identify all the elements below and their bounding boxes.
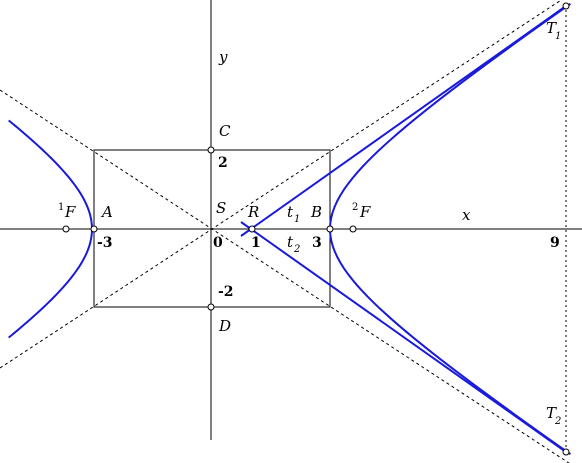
label-t2: t xyxy=(287,233,294,251)
label-T1: T xyxy=(546,19,557,37)
tick-neg3: -3 xyxy=(97,235,113,251)
label-F1: F xyxy=(64,203,76,221)
label-F2-prefix: 2 xyxy=(352,202,358,213)
label-T1-sub: 1 xyxy=(555,31,561,42)
point-T2 xyxy=(562,448,570,456)
tick-0: 0 xyxy=(213,235,223,251)
point-F2 xyxy=(349,225,357,233)
label-D: D xyxy=(218,317,231,335)
point-C xyxy=(207,146,215,154)
label-T2: T xyxy=(546,404,557,422)
tick-1: 1 xyxy=(251,235,261,251)
label-axis-y: y xyxy=(218,48,228,66)
tick-9: 9 xyxy=(550,235,560,251)
point-T1 xyxy=(562,2,570,10)
tangent-t2 xyxy=(240,221,567,453)
label-t1-sub: 1 xyxy=(294,214,300,225)
label-t2-sub: 2 xyxy=(293,244,300,255)
point-A xyxy=(90,225,98,233)
point-B xyxy=(326,225,334,233)
point-D xyxy=(207,303,215,311)
label-B: B xyxy=(310,203,322,221)
label-R: R xyxy=(247,203,259,221)
asymptote-negative xyxy=(0,89,570,463)
label-F1-prefix: 1 xyxy=(58,202,64,213)
point-R xyxy=(248,225,256,233)
label-axis-x: x xyxy=(462,206,471,224)
tangent-t1 xyxy=(240,5,567,237)
label-S: S xyxy=(216,199,226,217)
asymptote-positive xyxy=(0,0,563,369)
label-A: A xyxy=(100,203,113,221)
label-F2: F xyxy=(359,203,371,221)
label-T2-sub: 2 xyxy=(554,416,561,427)
tick-3: 3 xyxy=(312,235,322,251)
label-t1: t xyxy=(287,203,294,221)
tick-2: 2 xyxy=(218,155,228,171)
tick-neg2: -2 xyxy=(218,284,234,300)
point-F1 xyxy=(62,225,70,233)
label-C: C xyxy=(219,122,231,140)
